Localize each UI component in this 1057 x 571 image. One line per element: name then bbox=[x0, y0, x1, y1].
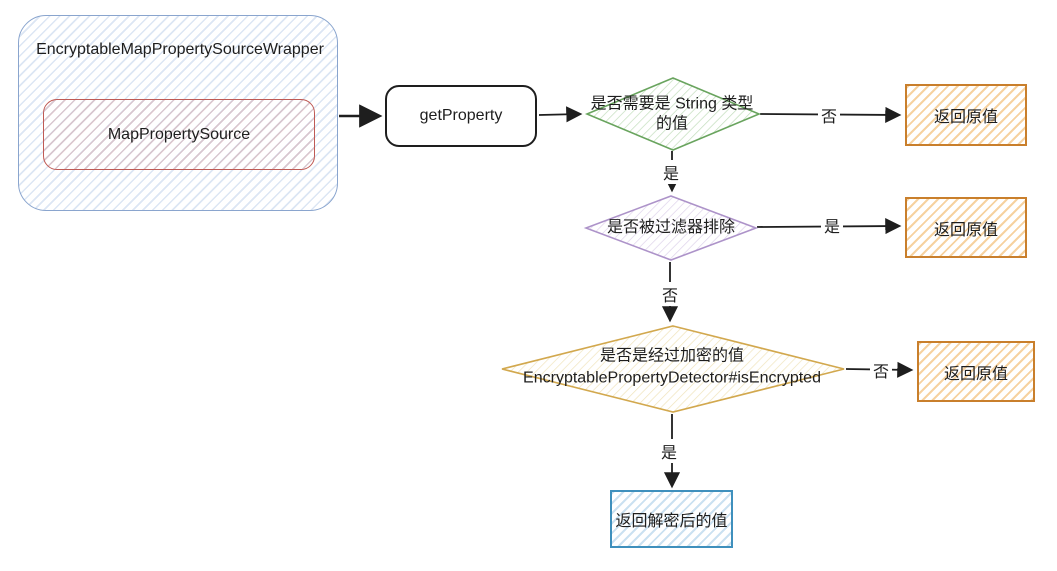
return-original-terminal-2: 返回原值 bbox=[905, 197, 1027, 258]
getproperty-label: getProperty bbox=[419, 107, 503, 124]
wrapper-container-box: EncryptableMapPropertySourceWrapper bbox=[18, 15, 338, 211]
edge-label-encrypted-no: 否 bbox=[869, 358, 893, 382]
edge-label-filter-yes: 是 bbox=[820, 213, 844, 237]
edge-label-filter-no: 否 bbox=[658, 282, 682, 306]
return-original-label-3: 返回原值 bbox=[943, 365, 1008, 383]
edge-label-encrypted-yes: 是 bbox=[657, 439, 681, 463]
edge-getproperty-to-string-decision bbox=[538, 106, 583, 123]
return-decrypted-label: 返回解密后的值 bbox=[615, 513, 728, 530]
encrypted-decision-line2: EncryptablePropertyDetector#isEncrypted bbox=[523, 370, 821, 387]
return-original-label-1: 返回原值 bbox=[933, 109, 998, 126]
edge-label-string-yes: 是 bbox=[659, 160, 683, 184]
getproperty-process-box: getProperty bbox=[385, 85, 537, 147]
map-property-source-box: MapPropertySource bbox=[43, 99, 315, 170]
string-type-decision-line2: 的值 bbox=[655, 116, 689, 133]
return-decrypted-terminal: 返回解密后的值 bbox=[610, 490, 733, 548]
return-original-label-2: 返回原值 bbox=[933, 221, 998, 239]
encrypted-decision-label: 是否是经过加密的值 EncryptablePropertyDetector#is… bbox=[523, 346, 821, 391]
filter-decision-label: 是否被过滤器排除 bbox=[607, 218, 735, 238]
encrypted-decision-line1: 是否是经过加密的值 bbox=[599, 347, 745, 365]
encrypted-decision-diamond bbox=[501, 325, 845, 413]
edge-label-string-no: 否 bbox=[817, 103, 841, 127]
string-type-decision-line1: 是否需要是 String 类型 bbox=[590, 95, 754, 113]
wrapper-title: EncryptableMapPropertySourceWrapper bbox=[36, 41, 324, 58]
filter-decision-diamond bbox=[583, 195, 759, 261]
map-property-source-label: MapPropertySource bbox=[107, 125, 251, 143]
string-type-decision-label: 是否需要是 String 类型 的值 bbox=[591, 95, 754, 136]
string-type-decision-diamond bbox=[584, 77, 762, 151]
filter-decision-line1: 是否被过滤器排除 bbox=[606, 218, 736, 236]
return-original-terminal-1: 返回原值 bbox=[905, 84, 1027, 146]
return-original-terminal-3: 返回原值 bbox=[917, 341, 1035, 402]
